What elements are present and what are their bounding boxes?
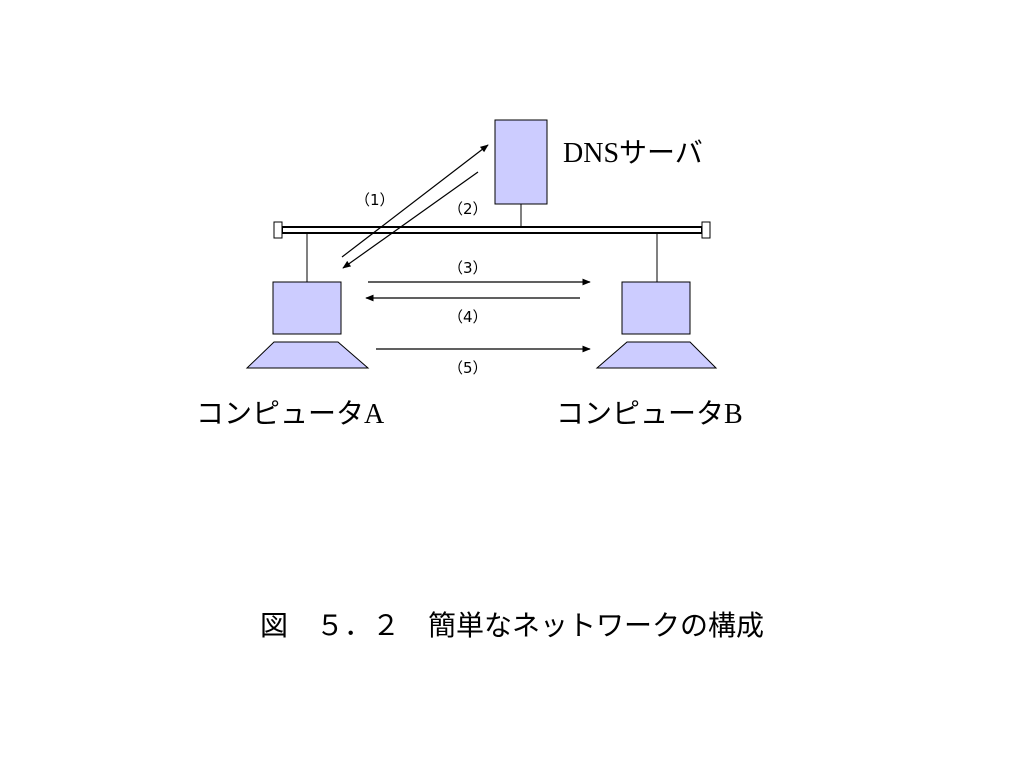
monitor-icon xyxy=(621,281,691,335)
monitor-icon xyxy=(272,281,342,335)
server-label: DNSサーバ xyxy=(563,138,703,169)
figure-caption: 図 ５．２ 簡単なネットワークの構成 xyxy=(259,609,764,642)
arrow-step-1 xyxy=(341,144,489,258)
computer-b xyxy=(595,281,718,369)
server-box-icon xyxy=(494,119,548,205)
keyboard-base-icon xyxy=(245,341,370,369)
step-label-2: （2） xyxy=(448,200,488,218)
step-label-3: （3） xyxy=(448,259,488,277)
computer-a xyxy=(245,281,370,369)
keyboard-base-icon xyxy=(595,341,718,369)
network-bus xyxy=(273,221,711,239)
step-label-5: （5） xyxy=(448,359,488,377)
step-label-4: （4） xyxy=(448,308,488,326)
computer-a-label: コンピュータA xyxy=(196,399,385,430)
computer-b-label: コンピュータB xyxy=(556,399,743,430)
arrow-step-2 xyxy=(342,171,479,269)
step-label-1: （1） xyxy=(355,191,395,209)
